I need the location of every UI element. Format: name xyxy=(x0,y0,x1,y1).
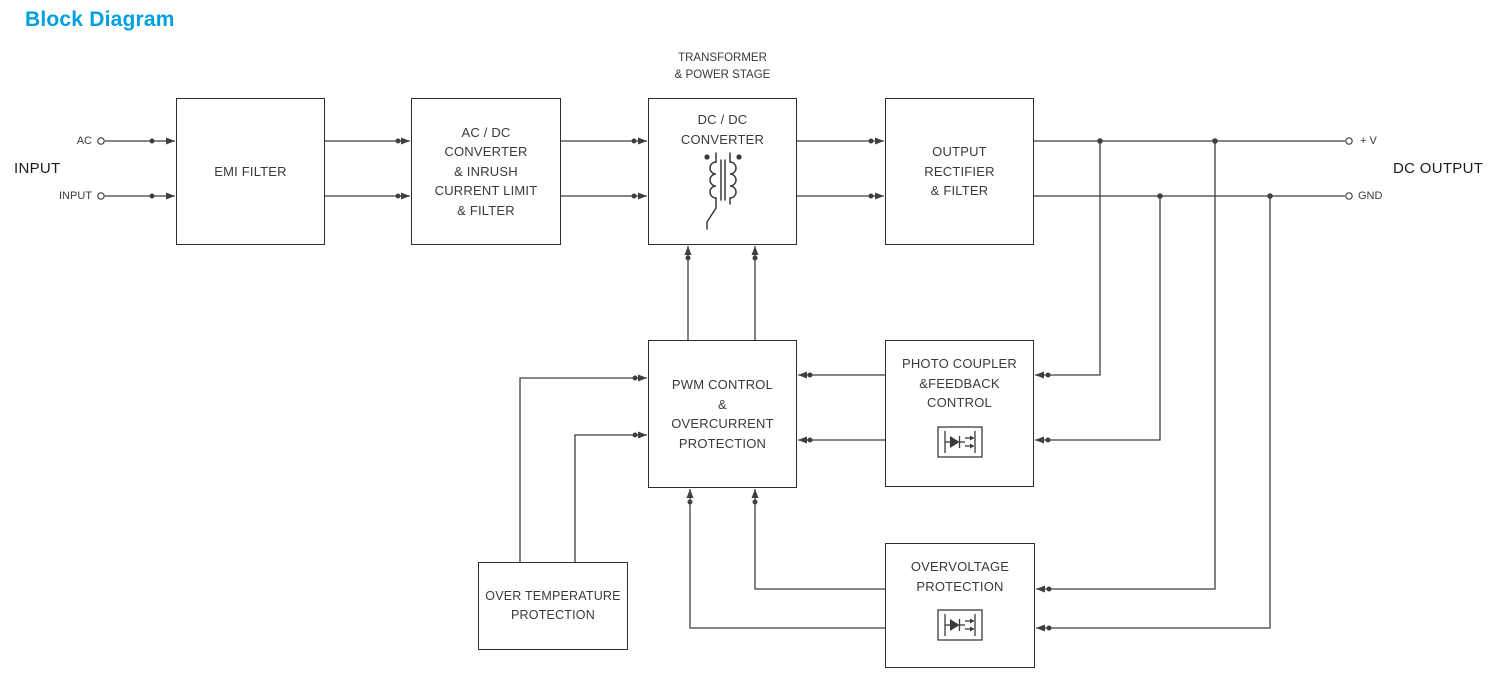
block-over-temperature-protection: OVER TEMPERATURE PROTECTION xyxy=(478,562,628,650)
block-acdc-converter: AC / DC CONVERTER & INRUSH CURRENT LIMIT… xyxy=(411,98,561,245)
pwm-control-label: PWM CONTROL & OVERCURRENT PROTECTION xyxy=(671,377,774,451)
block-dcdc-converter: DC / DC CONVERTER xyxy=(648,98,797,245)
power-path-wires xyxy=(325,137,884,200)
acdc-converter-label: AC / DC CONVERTER & INRUSH CURRENT LIMIT… xyxy=(434,124,538,218)
output-rectifier-label: OUTPUT RECTIFIER & FILTER xyxy=(924,144,995,199)
block-output-rectifier: OUTPUT RECTIFIER & FILTER xyxy=(885,98,1034,245)
block-photo-coupler: PHOTO COUPLER &FEEDBACK CONTROL xyxy=(885,340,1034,487)
dc-output-group-label: DC OUTPUT xyxy=(1393,160,1484,177)
input-terminal-label: INPUT xyxy=(59,190,92,202)
ac-terminal-label: AC xyxy=(76,135,92,147)
gnd-terminal-label: GND xyxy=(1358,190,1383,202)
optocoupler-icon xyxy=(937,609,983,641)
vplus-terminal-label: + V xyxy=(1360,135,1377,147)
photo-coupler-label: PHOTO COUPLER &FEEDBACK CONTROL xyxy=(901,356,1018,410)
output-wires xyxy=(1034,137,1353,200)
dcdc-converter-label: DC / DC CONVERTER xyxy=(680,112,765,147)
emi-filter-label: EMI FILTER xyxy=(214,163,287,179)
transformer-stage-caption: TRANSFORMER & POWER STAGE xyxy=(674,52,771,81)
page-title: Block Diagram xyxy=(25,8,175,31)
input-group-label: INPUT xyxy=(14,160,61,177)
optocoupler-icon xyxy=(936,425,983,458)
input-wires xyxy=(97,137,175,200)
overvoltage-protection-label: OVERVOLTAGE PROTECTION xyxy=(910,559,1010,594)
block-emi-filter: EMI FILTER xyxy=(176,98,325,245)
block-pwm-control: PWM CONTROL & OVERCURRENT PROTECTION xyxy=(648,340,797,488)
over-temperature-protection-label: OVER TEMPERATURE PROTECTION xyxy=(485,589,621,622)
transformer-icon xyxy=(703,152,742,230)
block-overvoltage-protection: OVERVOLTAGE PROTECTION xyxy=(885,543,1035,668)
feedback-wires xyxy=(519,141,1271,632)
